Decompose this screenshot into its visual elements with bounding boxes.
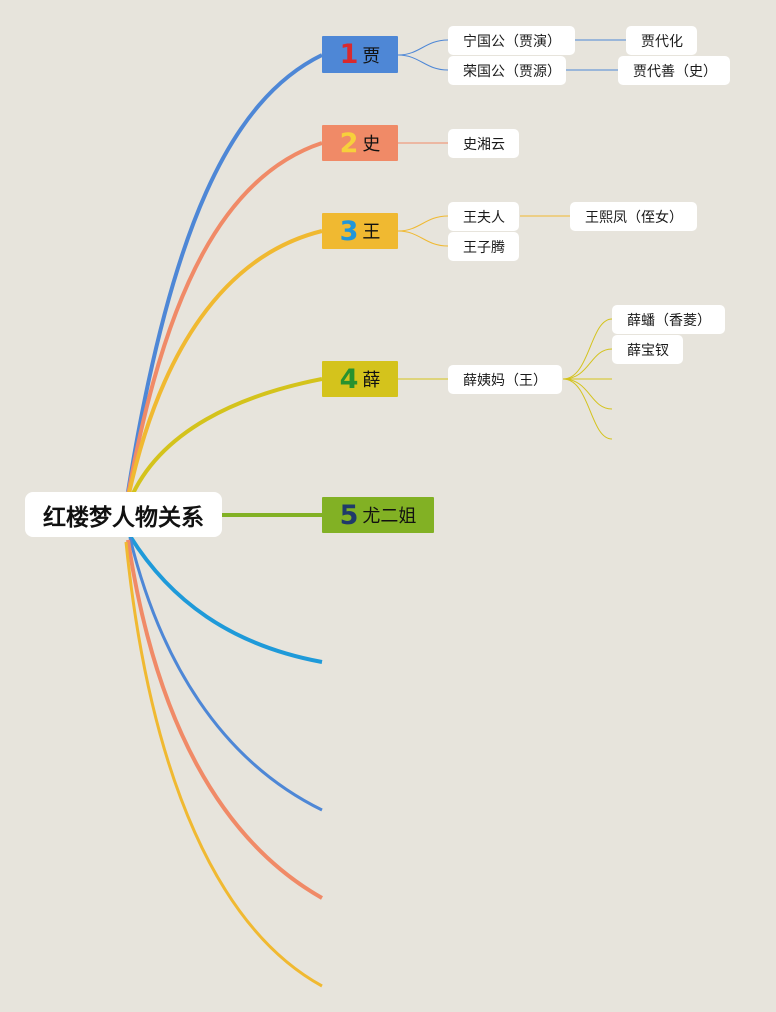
node-wangxifeng[interactable]: 王熙凤（侄女）: [570, 202, 697, 231]
branch-label: 贾: [362, 45, 381, 67]
branch-label: 薛: [362, 370, 381, 391]
node-wangziteng[interactable]: 王子腾: [448, 232, 519, 261]
empty-branch-line-2: [128, 537, 323, 812]
branch-node-jia[interactable]: 1 贾: [322, 36, 398, 73]
node-ningguogong[interactable]: 宁国公（贾演）: [448, 26, 575, 55]
branch-line-2: [126, 141, 323, 496]
branch-node-you[interactable]: 5 尤二姐: [322, 497, 434, 533]
branch-label: 史: [362, 134, 381, 155]
branch-line-4: [128, 377, 323, 501]
branch-number: 1: [339, 39, 359, 70]
branch-line-1: [126, 53, 323, 493]
node-wangfuren[interactable]: 王夫人: [448, 202, 519, 231]
node-jiadaihua[interactable]: 贾代化: [626, 26, 697, 55]
node-jiadaishan[interactable]: 贾代善（史）: [618, 56, 730, 85]
empty-branch-line-1: [128, 534, 323, 664]
root-title: 红楼梦人物关系: [43, 504, 204, 531]
node-xueyima[interactable]: 薛姨妈（王）: [448, 365, 562, 394]
branch-node-wang[interactable]: 3 王: [322, 213, 398, 249]
node-rongguogong[interactable]: 荣国公（贾源）: [448, 56, 566, 85]
branch-label: 尤二姐: [362, 506, 417, 527]
node-shixiangyun[interactable]: 史湘云: [448, 129, 519, 158]
branch-node-xue[interactable]: 4 薛: [322, 361, 398, 397]
branch-label: 王: [362, 222, 381, 243]
node-xuepan[interactable]: 薛蟠（香菱）: [612, 305, 725, 334]
node-xuebaochai[interactable]: 薛宝钗: [612, 335, 683, 364]
branch-line-3: [126, 229, 323, 499]
branch-number: 3: [339, 215, 359, 247]
empty-branch-line-4: [124, 541, 323, 988]
branch-number: 4: [339, 363, 359, 395]
empty-branch-line-3: [126, 539, 323, 900]
branch-node-shi[interactable]: 2 史: [322, 125, 398, 161]
root-node[interactable]: 红楼梦人物关系: [25, 492, 222, 537]
branch-number: 5: [339, 499, 359, 531]
branch-number: 2: [339, 127, 359, 159]
